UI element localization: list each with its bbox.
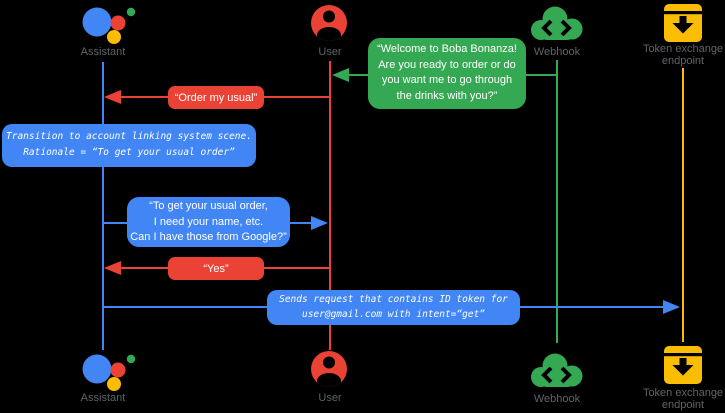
user-icon bbox=[309, 349, 349, 389]
yes-arrowhead-icon bbox=[104, 261, 121, 275]
webhook-label-top: Webhook bbox=[533, 46, 581, 58]
user-label-top: User bbox=[318, 46, 342, 58]
token-endpoint-label-bottom: Token exchange endpoint bbox=[642, 387, 724, 411]
sends-request-arrowhead-icon bbox=[663, 300, 680, 314]
assistant-label-bottom: Assistant bbox=[80, 392, 126, 404]
token-endpoint-icon bbox=[663, 3, 703, 43]
assistant-logo-icon bbox=[81, 0, 141, 46]
assistant-label-top: Assistant bbox=[80, 46, 126, 58]
webhook-label-bottom: Webhook bbox=[533, 393, 581, 405]
order-usual-bubble: “Order my usual” bbox=[168, 86, 264, 109]
assistant-lifeline bbox=[102, 62, 104, 350]
assistant-logo-icon bbox=[81, 347, 141, 393]
yes-bubble: “Yes” bbox=[168, 257, 264, 280]
token-endpoint-lifeline bbox=[682, 68, 684, 342]
webhook-cloud-icon bbox=[529, 351, 585, 389]
user-icon bbox=[309, 3, 349, 43]
token-endpoint-icon bbox=[663, 345, 703, 385]
webhook-lifeline bbox=[556, 60, 558, 343]
user-lifeline bbox=[329, 61, 331, 350]
welcome-arrowhead-icon bbox=[332, 68, 349, 82]
ask-permission-bubble: “To get your usual order, I need your na… bbox=[127, 197, 290, 247]
transition-note: Transition to account linking system sce… bbox=[2, 124, 256, 167]
ask-permission-arrowhead-icon bbox=[311, 216, 328, 230]
welcome-message-bubble: “Welcome to Boba Bonanza! Are you ready … bbox=[368, 38, 526, 109]
user-label-bottom: User bbox=[318, 392, 342, 404]
sends-request-note: Sends request that contains ID token for… bbox=[267, 290, 520, 325]
webhook-cloud-icon bbox=[529, 4, 585, 42]
token-endpoint-label-top: Token exchange endpoint bbox=[642, 43, 724, 67]
order-usual-arrowhead-icon bbox=[104, 90, 121, 104]
